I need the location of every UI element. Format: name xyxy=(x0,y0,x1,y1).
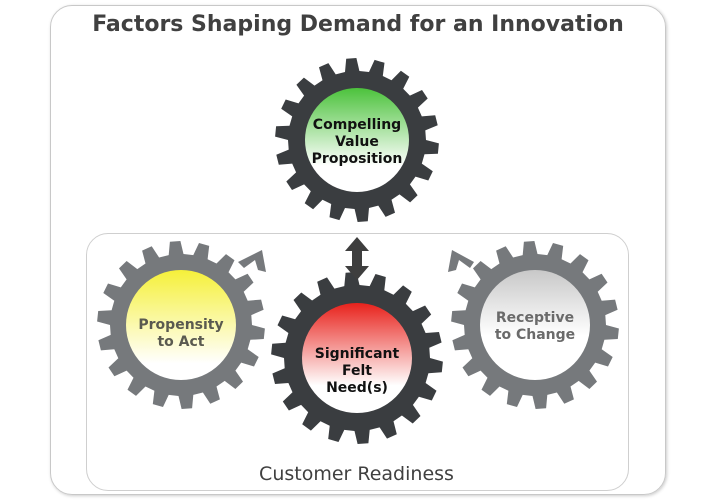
label-line: to Change xyxy=(494,327,576,343)
gear-hub xyxy=(126,270,236,380)
rotation-arrow-icon xyxy=(448,250,474,272)
gear-propensity-to-act xyxy=(97,241,265,409)
gear-compelling-value-proposition xyxy=(275,58,439,222)
gear-hub xyxy=(302,303,412,413)
gear-label-propensity-to-act: Propensity to Act xyxy=(126,317,236,351)
label-line: Receptive xyxy=(495,310,575,326)
double-arrow-icon xyxy=(345,237,369,280)
diagram-title: Factors Shaping Demand for an Innovation xyxy=(92,12,624,37)
customer-readiness-frame xyxy=(86,233,629,491)
customer-readiness-label: Customer Readiness xyxy=(259,463,454,485)
outer-frame xyxy=(50,5,666,495)
label-line: Proposition xyxy=(311,151,403,167)
gear-receptive-to-change xyxy=(451,241,619,409)
gear-hub xyxy=(480,270,590,380)
label-line: Propensity xyxy=(138,317,224,333)
label-line: Felt xyxy=(342,363,372,379)
gear-label-compelling-value-proposition: Compelling Value Proposition xyxy=(302,117,412,168)
gear-hub xyxy=(305,88,409,192)
label-line: Significant xyxy=(314,346,400,362)
rotation-arrow-icon xyxy=(238,250,266,272)
label-line: Need(s) xyxy=(326,380,388,396)
gear-label-receptive-to-change: Receptive to Change xyxy=(480,310,590,344)
label-line: Value xyxy=(335,134,379,150)
gear-label-significant-felt-needs: Significant Felt Need(s) xyxy=(302,346,412,397)
label-line: to Act xyxy=(157,334,205,350)
gear-significant-felt-needs xyxy=(271,272,443,444)
label-line: Compelling xyxy=(312,117,402,133)
